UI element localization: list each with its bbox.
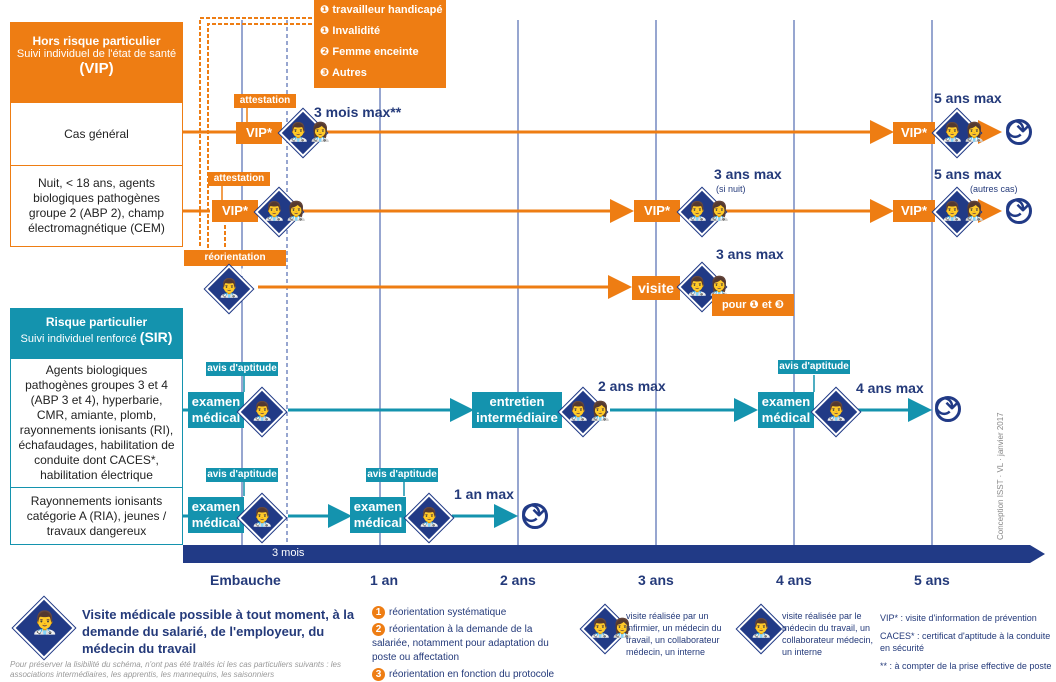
case-femme-enceinte: ❷ Femme enceinte [320,46,419,58]
timeline-bar [183,545,1045,563]
sir-header: Risque particulier Suivi individuel renf… [10,308,183,358]
renewal-cycle-icon [934,390,961,425]
vip-code: (VIP) [79,60,114,77]
examen-medical-tag-1: examen médical [188,392,244,428]
row-nuit: Nuit, < 18 ans, agents biologiques patho… [10,165,183,247]
renewal-cycle-icon [521,497,548,532]
row-ria: Rayonnements ionisants catégorie A (RIA)… [10,487,183,545]
vip-tag-1: VIP* [236,122,282,144]
attestation-tag-2: attestation [208,172,270,186]
nurse-doctor-icon: 👨‍⚕️👩‍⚕️ [589,618,634,638]
avis-aptitude-tag-1an: avis d'aptitude [366,468,438,482]
row-agents-bio-label: Agents biologiques pathogènes groupes 3 … [18,363,175,482]
delay-3ans-visite: 3 ans max [716,246,784,262]
legend-vip-def: VIP* : visite d'information de préventio… [880,613,1037,623]
delay-si-nuit: (si nuit) [716,184,746,194]
delay-3ans: 3 ans max [714,166,782,182]
doctor-icon: 👨‍⚕️ [251,401,274,421]
legend-anytime-visit: Visite médicale possible à tout moment, … [82,607,355,656]
examen-medical-tag-4ans: examen médical [758,392,814,428]
timeline-embauche: Embauche [210,572,281,588]
doctor-icon: 👨‍⚕️ [418,507,441,527]
vip-tag-2: VIP* [212,200,258,222]
nurse-doctor-icon: 👨‍⚕️👩‍⚕️ [941,122,986,142]
legend-caces-def: CACES* : certificat d'aptitude à la cond… [880,631,1051,653]
sir-subtitle: Suivi individuel renforcé [20,333,137,345]
nurse-doctor-icon: 👨‍⚕️👩‍⚕️ [686,201,731,221]
delay-2ans: 2 ans max [598,378,666,394]
vip-title: Hors risque particulier [32,34,161,48]
row-nuit-label: Nuit, < 18 ans, agents biologiques patho… [28,176,165,235]
delay-5ans-1: 5 ans max [934,90,1002,106]
pour-case-1: ❶ [749,299,759,311]
case-autres: ❸ Autres [320,67,367,79]
doctor-icon: 👨‍⚕️ [218,278,241,298]
sir-code: (SIR) [139,329,173,345]
renewal-cycle-icon [1005,113,1032,148]
legend-visit-nurse: visite réalisée par un infirmier, un méd… [626,611,722,657]
nurse-doctor-icon: 👨‍⚕️👩‍⚕️ [263,201,308,221]
delay-3mois: 3 mois max** [314,104,402,120]
delay-autres-cas: (autres cas) [970,184,1018,194]
row-cas-general-label: Cas général [64,126,129,141]
timeline-2ans: 2 ans [500,572,536,588]
reorientation-cases-box: ❶ travailleur handicapé ❶ Invalidité ❷ F… [314,0,446,88]
credit-vertical: Conception ISST · VL · janvier 2017 [996,412,1005,540]
row-ria-label: Rayonnements ionisants catégorie A (RIA)… [26,493,167,538]
footnote: Pour préserver la lisibilité du schéma, … [10,660,342,679]
pour-case-3: ❸ [774,299,785,311]
delay-1an: 1 an max [454,486,514,502]
timeline-4ans: 4 ans [776,572,812,588]
doctor-icon: 👨‍⚕️ [750,618,773,638]
nurse-doctor-icon: 👨‍⚕️👩‍⚕️ [686,276,731,296]
doctor-icon: 👨‍⚕️ [825,401,848,421]
doctor-icon: 👨‍⚕️ [31,610,59,635]
examen-medical-tag-2: examen médical [188,497,244,533]
doctor-icon: 👨‍⚕️ [251,507,274,527]
visite-tag: visite [632,276,680,300]
examen-medical-tag-1an: examen médical [350,497,406,533]
delay-5ans-2: 5 ans max [934,166,1002,182]
vip-subtitle: Suivi individuel de l'état de santé [16,48,177,60]
nurse-doctor-icon: 👨‍⚕️👩‍⚕️ [567,401,612,421]
et-label: et [761,299,772,311]
legend-visit-doctor: visite réalisée par le médecin du travai… [782,611,874,657]
renewal-cycle-icon [1005,192,1032,227]
entretien-intermediaire-tag: entretien intermédiaire [472,392,562,428]
legend-stars-def: ** : à compter de la prise effective de … [880,661,1052,671]
vip-tag-2b: VIP* [634,200,680,222]
nurse-doctor-icon: 👨‍⚕️👩‍⚕️ [941,201,986,221]
vip-header: Hors risque particulier Suivi individuel… [10,22,183,102]
row-cas-general: Cas général [10,102,183,166]
avis-aptitude-tag-2: avis d'aptitude [206,468,278,482]
legend-definitions: VIP* : visite d'information de préventio… [880,612,1052,672]
sir-title: Risque particulier [45,315,148,329]
reorientation-tag: réorientation possible [184,250,286,279]
avis-aptitude-tag-4ans: avis d'aptitude [778,360,850,374]
attestation-tag-1: attestation [234,94,296,108]
case-invalidite: ❶ Invalidité [320,25,381,37]
pour-tag: pour ❶ et ❸ [712,294,794,316]
timeline-3mois: 3 mois [272,547,305,559]
timeline-3ans: 3 ans [638,572,674,588]
avis-aptitude-tag-1: avis d'aptitude [206,362,278,376]
case-travailleur-handicape: ❶ travailleur handicapé [320,4,443,16]
vip-tag-2c: VIP* [893,200,935,222]
sir-subtitle-line: Suivi individuel renforcé (SIR) [10,329,183,345]
pour-label: pour [721,299,747,311]
timeline-5ans: 5 ans [914,572,950,588]
vip-tag-1b: VIP* [893,122,935,144]
row-agents-bio: Agents biologiques pathogènes groupes 3 … [10,358,183,488]
delay-4ans: 4 ans max [856,380,924,396]
nurse-doctor-icon: 👨‍⚕️👩‍⚕️ [287,122,332,142]
timeline-1an: 1 an [370,572,399,588]
